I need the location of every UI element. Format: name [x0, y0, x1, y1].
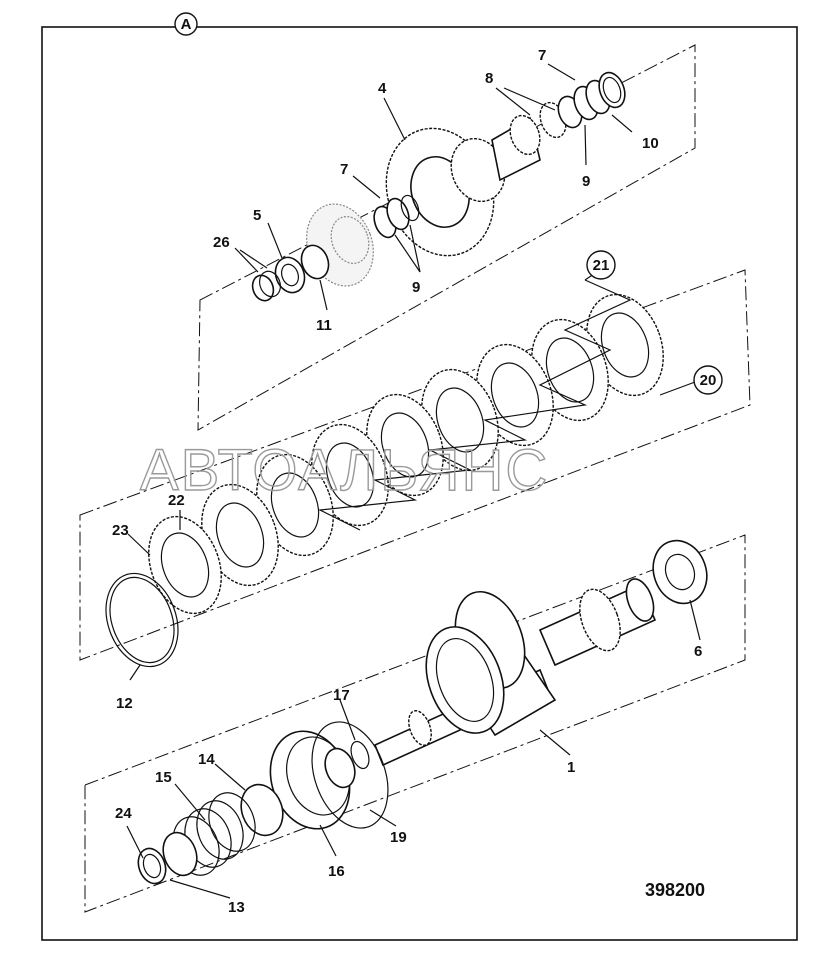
label-part-21: 21 — [593, 257, 610, 274]
label-part-9-upper: 9 — [582, 173, 590, 190]
label-part-9-lower: 9 — [412, 279, 420, 296]
diagram-frame — [41, 26, 798, 941]
label-part-20: 20 — [700, 372, 717, 389]
leader-20 — [659, 381, 696, 396]
lower-assembly-box — [84, 534, 746, 913]
label-part-26: 24 — [115, 805, 132, 822]
label-part-22: 22 — [168, 492, 185, 509]
spring-15-and-washer-14 — [162, 783, 284, 877]
rings-7-9-lower — [373, 194, 420, 239]
callout-21-circle — [586, 250, 616, 280]
plate-bracket-21 — [317, 279, 632, 531]
label-part-15: 15 — [155, 769, 172, 786]
snap-ring-12 — [105, 572, 179, 668]
label-part-8: 8 — [485, 70, 493, 87]
label-part-6: 6 — [694, 643, 702, 660]
piston-16 — [269, 730, 356, 830]
label-part-13: 13 — [228, 899, 245, 916]
label-part-14: 14 — [198, 751, 215, 768]
label-part-10: 10 — [642, 135, 659, 152]
callout-20-circle — [693, 365, 723, 395]
label-part-4: 4 — [378, 80, 387, 97]
gear-lower-idler — [306, 203, 374, 287]
leader-lines — [126, 63, 701, 899]
gear-4 — [385, 114, 541, 257]
label-part-7-upper: 7 — [538, 47, 546, 64]
drum-1 — [425, 590, 557, 737]
label-part-11: 11 — [316, 317, 332, 334]
figure-number: 398200 — [645, 880, 705, 900]
label-part-24: 26 — [213, 234, 230, 251]
seal-rings-17-19 — [311, 721, 389, 829]
label-part-12: 12 — [116, 695, 133, 712]
clutch-pack-box — [79, 269, 751, 661]
view-marker-label: A — [181, 16, 192, 33]
upper-gear-group-box — [197, 44, 696, 431]
label-part-23: 23 — [112, 522, 129, 539]
label-part-5: 5 — [253, 207, 261, 224]
circlip-13-26 — [137, 847, 167, 885]
watermark-text: АВТОАЛЬЯНС — [140, 438, 549, 503]
rings-7-9-10-upper — [573, 71, 626, 121]
label-part-1: 1 — [567, 759, 575, 776]
clutch-plates — [148, 293, 664, 615]
label-part-7-lower: 7 — [340, 161, 348, 178]
bearing-5-11-24 — [251, 244, 330, 302]
label-part-17: 17 — [333, 687, 350, 704]
view-marker-circle — [174, 12, 198, 36]
seal-6 — [652, 539, 708, 605]
label-part-19: 19 — [390, 829, 407, 846]
label-part-16: 16 — [328, 863, 345, 880]
